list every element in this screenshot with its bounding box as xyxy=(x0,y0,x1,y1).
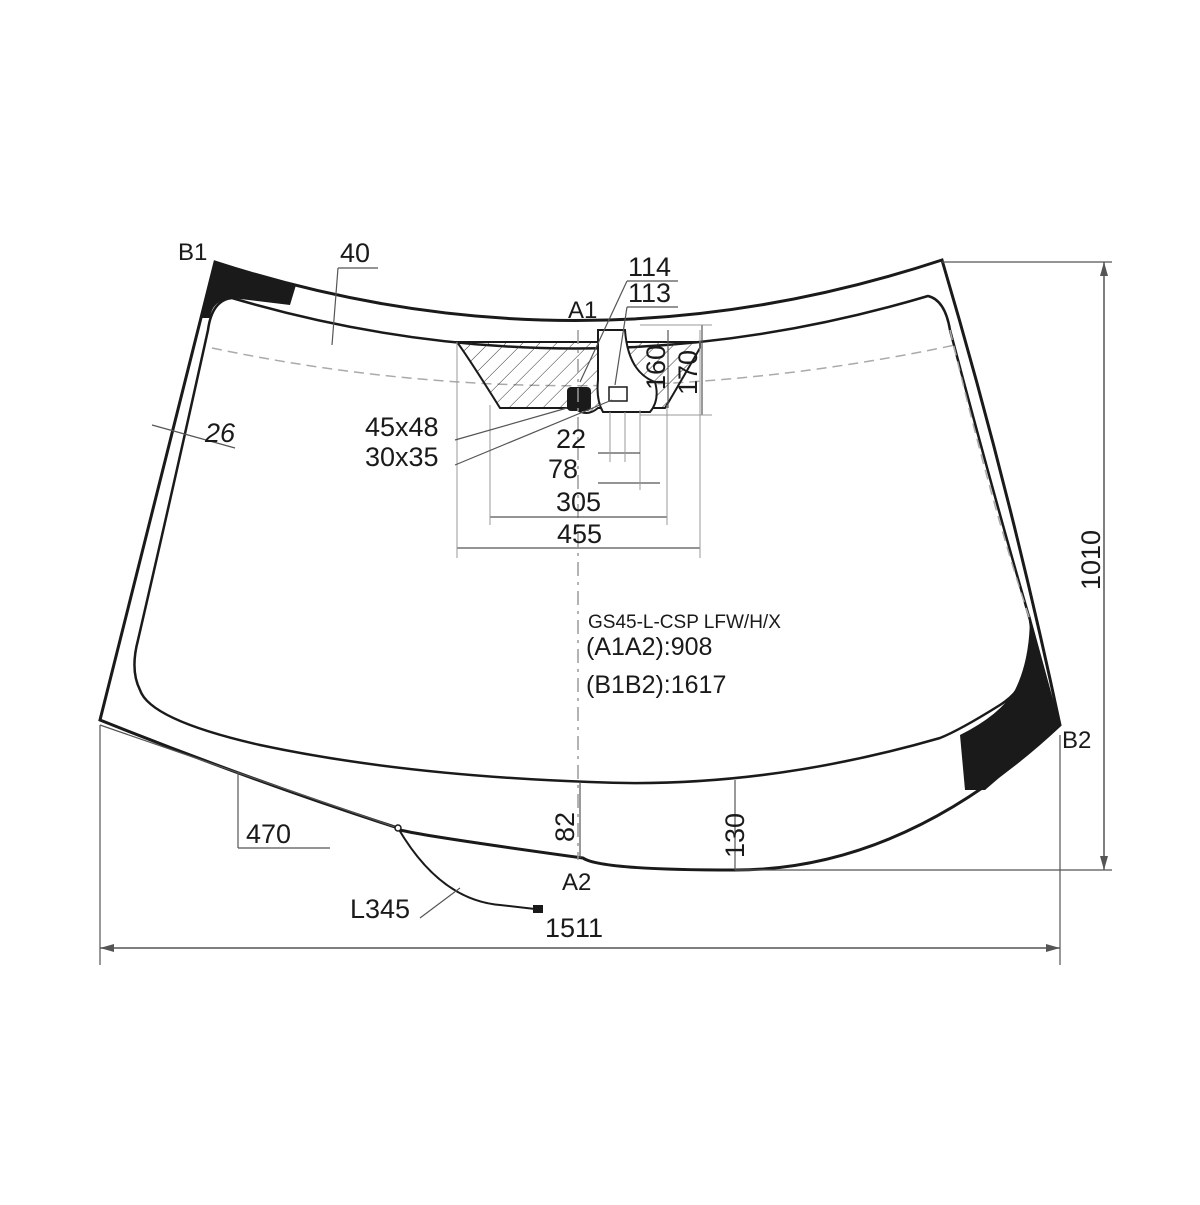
dim-113-text: 113 xyxy=(628,278,671,308)
leader-114 xyxy=(579,280,628,383)
dim-170-text: 170 xyxy=(673,350,703,395)
height-arrow-top xyxy=(1100,262,1108,276)
height-arrow-bottom xyxy=(1100,856,1108,870)
dim-160-text: 160 xyxy=(641,345,671,390)
label-a2: A2 xyxy=(562,869,591,896)
black-print-b2 xyxy=(960,615,1060,790)
wire-terminal xyxy=(394,824,402,832)
band-side-dim xyxy=(151,424,236,449)
spec-b1b2: (B1B2):1617 xyxy=(586,671,726,699)
visible-area-side xyxy=(949,329,1031,621)
dim-305-text: 305 xyxy=(556,487,601,517)
dim-130-text: 130 xyxy=(720,813,750,858)
label-b1: B1 xyxy=(178,239,207,266)
leader-45x48 xyxy=(454,407,568,441)
wire-leader xyxy=(419,887,461,919)
dim-band-top: 40 xyxy=(340,238,370,268)
dim-22-text: 22 xyxy=(556,424,586,454)
ceramic-band-inner xyxy=(133,294,1034,785)
wire-connector xyxy=(533,905,543,913)
black-print-b1 xyxy=(200,262,296,318)
dim-455-text: 455 xyxy=(557,519,602,549)
dim-sensor-small: 30x35 xyxy=(365,442,439,472)
dim-470-line xyxy=(99,724,399,829)
width-arrow-right xyxy=(1046,944,1060,952)
band-top-dim xyxy=(331,267,339,346)
leader-113 xyxy=(614,306,628,386)
part-code: GS45-L-CSP LFW/H/X xyxy=(588,612,781,633)
dim-width-text: 1511 xyxy=(545,913,603,943)
sensor-box-large xyxy=(567,387,591,411)
label-a1: A1 xyxy=(568,297,597,324)
dim-height-text: 1010 xyxy=(1076,530,1106,590)
heating-wire xyxy=(397,827,536,910)
sensor-box-small xyxy=(608,386,628,402)
dim-78-text: 78 xyxy=(548,454,578,484)
dim-114-text: 114 xyxy=(628,252,671,282)
width-arrow-left xyxy=(100,944,114,952)
leader-30x35 xyxy=(454,399,613,466)
dim-wire-text: L345 xyxy=(350,894,410,924)
dim-sensor-large: 45x48 xyxy=(365,412,439,442)
dim-82-text: 82 xyxy=(550,812,580,842)
dim-470-text: 470 xyxy=(246,819,291,849)
spec-a1a2: (A1A2):908 xyxy=(586,633,712,661)
label-b2: B2 xyxy=(1062,727,1091,754)
dim-band-side: 26 xyxy=(204,418,236,448)
